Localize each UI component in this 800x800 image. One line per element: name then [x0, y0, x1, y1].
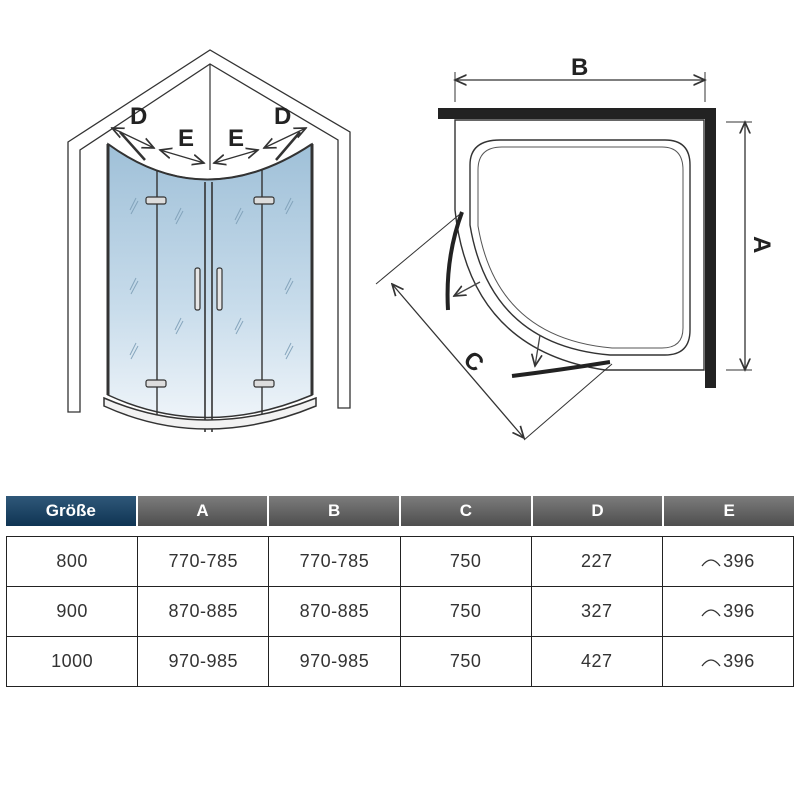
shower-tray [103, 396, 317, 430]
header-size: Größe [6, 496, 138, 526]
cell-e: 396 [663, 637, 793, 686]
cell-a: 970-985 [138, 637, 270, 686]
cell-a: 870-885 [138, 587, 270, 636]
arc-icon [701, 658, 721, 666]
plan-tray-outer [454, 119, 705, 371]
cell-size: 800 [7, 537, 139, 586]
shower-enclosure-diagram: D E E D B A C [67, 49, 775, 441]
cell-b: 770-785 [269, 537, 401, 586]
table-row: 900 870-885 870-885 750 327 396 [7, 587, 793, 637]
cell-e-value: 396 [723, 601, 755, 621]
label-d-right: D [274, 103, 291, 130]
table-header: Größe A B C D E [6, 496, 795, 526]
table-row: 1000 970-985 970-985 750 427 396 [7, 637, 793, 686]
door-handle-left [194, 267, 201, 311]
cell-size: 1000 [7, 637, 139, 686]
cell-e-value: 396 [723, 551, 755, 571]
label-a: A [748, 236, 775, 253]
header-c: C [401, 496, 533, 526]
cell-b: 870-885 [269, 587, 401, 636]
cell-d: 227 [532, 537, 663, 586]
arc-icon [701, 558, 721, 566]
cell-c: 750 [401, 637, 532, 686]
cell-d: 427 [532, 637, 663, 686]
arc-icon [701, 608, 721, 616]
cell-c: 750 [401, 587, 532, 636]
cell-b: 970-985 [269, 637, 401, 686]
cell-size: 900 [7, 587, 139, 636]
glass-panel [107, 142, 313, 419]
cell-e: 396 [663, 537, 793, 586]
label-c: C [458, 346, 489, 378]
label-e-right: E [228, 125, 244, 152]
table-body: 800 770-785 770-785 750 227 396 900 870-… [6, 536, 794, 687]
plan-view: B A C [375, 54, 775, 441]
cell-d: 327 [532, 587, 663, 636]
header-e: E [664, 496, 795, 526]
cell-a: 770-785 [138, 537, 270, 586]
label-d-left: D [130, 103, 147, 130]
cell-e-value: 396 [723, 651, 755, 671]
spec-table: Größe A B C D E 800 770-785 770-785 750 … [6, 496, 795, 687]
perspective-view: D E E D [67, 49, 351, 432]
header-b: B [269, 496, 402, 526]
corner-walls [67, 49, 351, 413]
cell-e: 396 [663, 587, 793, 636]
header-d: D [532, 496, 665, 526]
table-row: 800 770-785 770-785 750 227 396 [7, 537, 793, 587]
label-b: B [571, 54, 588, 81]
door-handle-right [216, 267, 223, 311]
header-a: A [137, 496, 270, 526]
cell-c: 750 [401, 537, 532, 586]
label-e-left: E [178, 125, 194, 152]
